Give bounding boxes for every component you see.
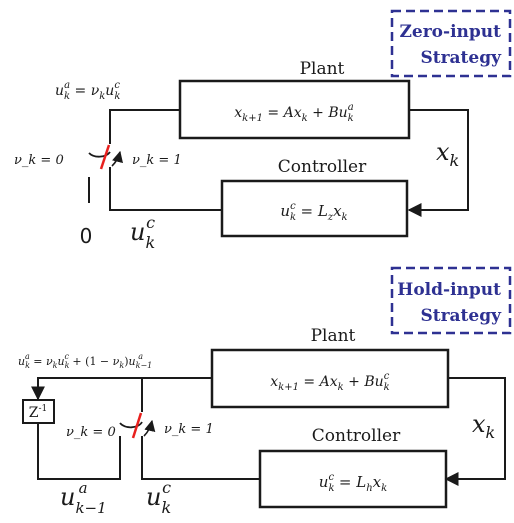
zero-switch-arc — [88, 151, 111, 158]
hold-input-strategy-box — [390, 266, 512, 335]
hold-delayed-signal-label: uk−1a — [60, 479, 107, 517]
hold-controller-block — [258, 449, 448, 509]
zero-control-signal-label: ukc — [130, 213, 155, 252]
zero-controller-equation: ukc = Lzxk — [280, 201, 347, 223]
delay-block — [22, 399, 55, 424]
hold-controller-equation: ukc = Lhxk — [319, 472, 387, 494]
hold-control-signal-label: ukc — [146, 478, 171, 517]
zero-switch-off-label: ν_k = 0 — [14, 153, 64, 168]
zero-state-label: xk — [436, 138, 459, 170]
hold-state-label: xk — [472, 410, 495, 442]
zero-constant-label: 0 — [80, 224, 93, 248]
hold-switch-off-label: ν_k = 0 — [66, 425, 116, 440]
zero-plant-block — [178, 79, 411, 140]
hold-plant-equation: xk+1 = Axk + Bukc — [270, 371, 389, 393]
zero-plant-equation: xk+1 = Axk + Buka — [234, 102, 353, 124]
hold-plant-label: Plant — [311, 326, 356, 346]
hold-switch-on-label: ν_k = 1 — [164, 422, 214, 437]
zero-switch-blade — [99, 144, 111, 170]
hold-delay-output-wire — [37, 423, 121, 480]
zero-input-strategy-subtitle: Strategy — [420, 48, 502, 68]
hold-input-strategy-subtitle: Strategy — [420, 306, 502, 326]
hold-controller-output-wire — [141, 436, 260, 480]
zero-input-strategy-box — [390, 9, 512, 78]
hold-input-branch-wire — [31, 377, 142, 401]
hold-input-strategy-title: Hold-input — [397, 280, 501, 300]
hold-switch-blade — [131, 412, 143, 439]
zero-plant-label: Plant — [300, 59, 345, 79]
zero-state-feedback-wire — [407, 109, 469, 217]
hold-controller-label: Controller — [312, 426, 401, 446]
zero-switch-on-label: ν_k = 1 — [132, 153, 182, 168]
hold-plant-block — [210, 348, 450, 409]
zero-controller-block — [220, 179, 409, 238]
hold-switch-arc — [119, 421, 143, 429]
hold-input-wire — [141, 377, 212, 412]
hold-input-diagram: Hold-input Strategy Plant xk+1 = Axk + B… — [18, 266, 512, 517]
zero-controller-label: Controller — [278, 157, 367, 177]
hold-input-equation: uka = νkukc + (1 − νk)uk−1a — [18, 352, 152, 370]
zero-controller-output-wire — [109, 167, 222, 211]
hold-state-feedback-wire — [444, 377, 506, 486]
zero-input-diagram: Zero-input Strategy Plant xk+1 = Axk + B… — [14, 9, 512, 252]
hold-switch-arrow — [143, 419, 156, 437]
zero-switch-arrow — [111, 150, 123, 167]
zero-input-strategy-title: Zero-input — [400, 22, 502, 42]
zero-input-wire — [109, 109, 180, 144]
zero-input-equation: uka = νkukc — [55, 80, 120, 102]
